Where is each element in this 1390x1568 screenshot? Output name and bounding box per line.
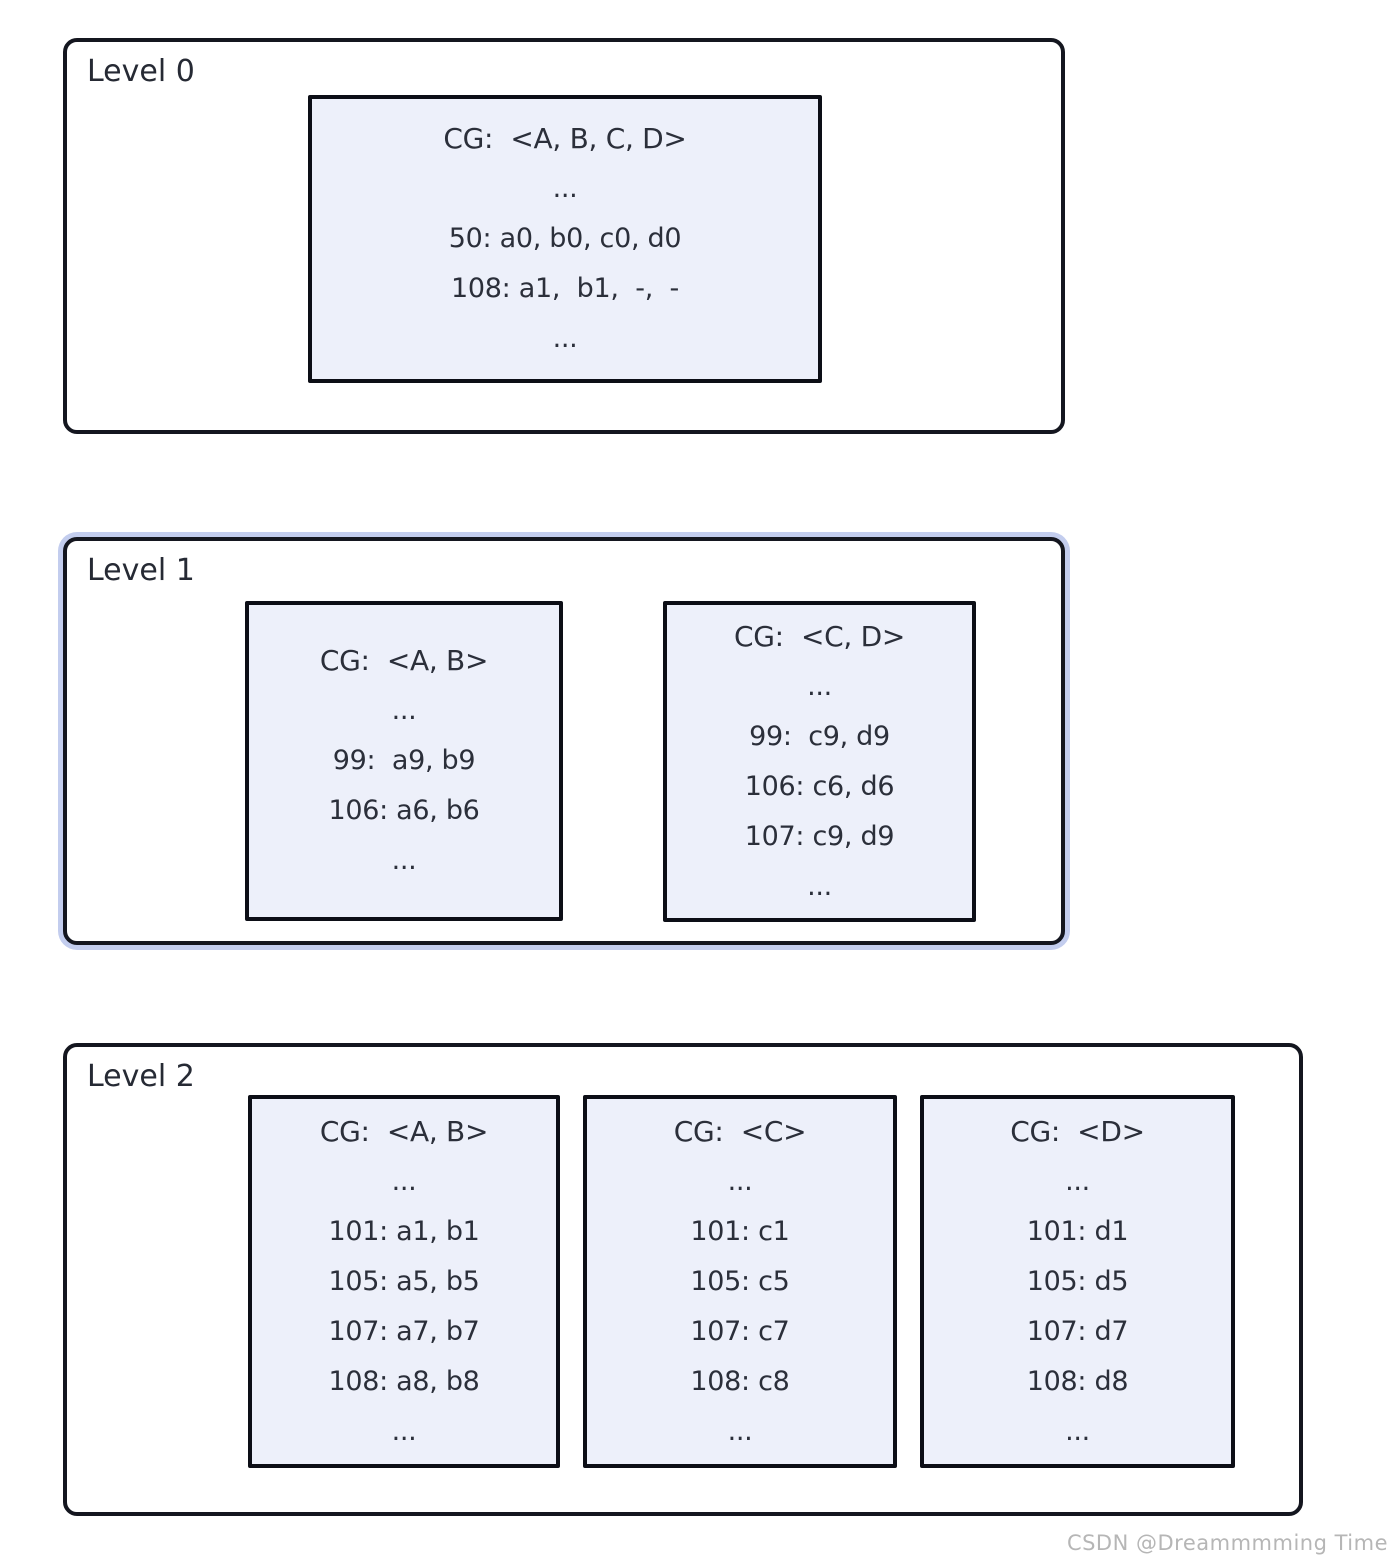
cg-node-level1-cd: CG: <C, D> ... 99: c9, d9 106: c6, d6 10… [663, 601, 976, 922]
cg-node-row: 50: a0, b0, c0, d0 [448, 223, 682, 254]
cg-node-level0-abcd: CG: <A, B, C, D> ... 50: a0, b0, c0, d0 … [308, 95, 822, 383]
csdn-watermark: CSDN @Dreammmming Time [1066, 1531, 1388, 1555]
cg-node-header: CG: <D> [1010, 1114, 1145, 1148]
cg-node-row: 107: d7 [1026, 1315, 1129, 1347]
cg-node-row: 108: c8 [690, 1365, 790, 1397]
cg-node-level2-ab: CG: <A, B> ... 101: a1, b1 105: a5, b5 1… [248, 1095, 560, 1468]
level-2-label: Level 2 [87, 1059, 195, 1094]
cg-node-ellipsis: ... [807, 870, 832, 902]
cg-node-row: 107: c9, d9 [744, 820, 895, 852]
level-0-panel: Level 0 CG: <A, B, C, D> ... 50: a0, b0,… [63, 38, 1065, 434]
cg-node-ellipsis: ... [391, 695, 417, 726]
cg-node-header: CG: <C, D> [733, 619, 906, 653]
cg-node-row: 105: c5 [690, 1265, 790, 1297]
cg-node-ellipsis: ... [391, 845, 417, 876]
cg-node-row: 108: d8 [1026, 1365, 1129, 1397]
cg-node-row: 108: a1, b1, -, - [451, 273, 679, 304]
level-1-label: Level 1 [87, 553, 195, 588]
cg-node-header: CG: <A, B, C, D> [443, 122, 687, 155]
cg-node-header: CG: <C> [673, 1114, 807, 1148]
cg-node-ellipsis: ... [1065, 1165, 1090, 1197]
cg-node-level2-d: CG: <D> ... 101: d1 105: d5 107: d7 108:… [920, 1095, 1235, 1468]
cg-node-ellipsis: ... [727, 1165, 753, 1197]
cg-node-row: 105: a5, b5 [328, 1265, 480, 1297]
cg-node-row: 106: a6, b6 [328, 795, 480, 826]
cg-node-row: 107: c7 [690, 1315, 790, 1347]
cg-node-ellipsis: ... [807, 670, 832, 702]
cg-node-level2-c: CG: <C> ... 101: c1 105: c5 107: c7 108:… [583, 1095, 897, 1468]
cg-node-ellipsis: ... [552, 173, 578, 204]
cg-node-row: 101: d1 [1026, 1215, 1129, 1247]
cg-node-ellipsis: ... [391, 1415, 417, 1447]
cg-node-row: 99: a9, b9 [332, 745, 476, 776]
cg-node-row: 101: a1, b1 [328, 1215, 480, 1247]
cg-node-ellipsis: ... [1065, 1415, 1090, 1447]
cg-node-row: 106: c6, d6 [744, 770, 895, 802]
cg-node-ellipsis: ... [391, 1165, 417, 1197]
cg-node-level1-ab: CG: <A, B> ... 99: a9, b9 106: a6, b6 ..… [245, 601, 563, 921]
cg-node-ellipsis: ... [727, 1415, 753, 1447]
cg-node-row: 99: c9, d9 [749, 720, 890, 752]
level-2-panel: Level 2 CG: <A, B> ... 101: a1, b1 105: … [63, 1043, 1303, 1516]
cg-node-ellipsis: ... [552, 323, 578, 354]
level-1-panel: Level 1 CG: <A, B> ... 99: a9, b9 106: a… [63, 537, 1065, 945]
cg-node-row: 105: d5 [1026, 1265, 1129, 1297]
cg-node-header: CG: <A, B> [319, 1114, 489, 1148]
cg-node-row: 101: c1 [690, 1215, 790, 1247]
cg-node-row: 107: a7, b7 [328, 1315, 480, 1347]
cg-node-header: CG: <A, B> [319, 644, 489, 677]
level-0-label: Level 0 [87, 54, 195, 89]
cg-node-row: 108: a8, b8 [328, 1365, 480, 1397]
